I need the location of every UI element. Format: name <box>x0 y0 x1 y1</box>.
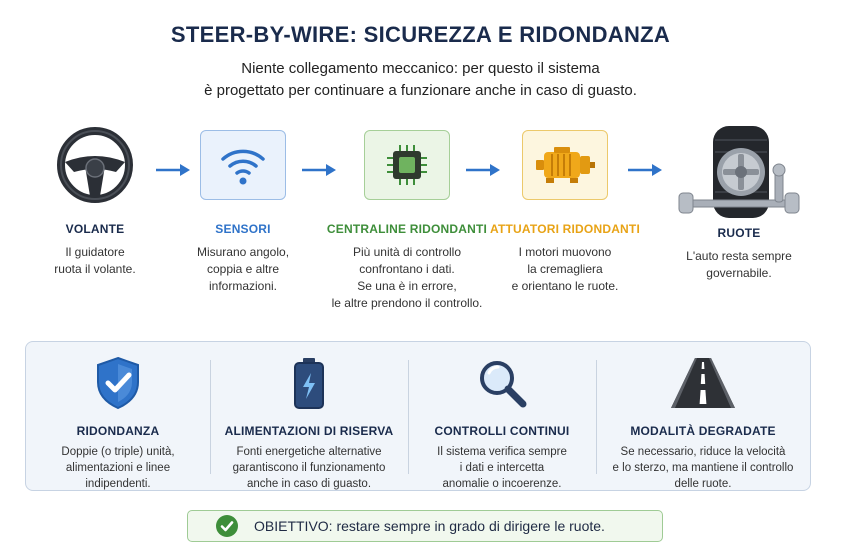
feature-modalita: MODALITÀ DEGRADATE Se necessario, riduce… <box>597 342 809 492</box>
motor-icon <box>522 130 608 200</box>
step-centraline: CENTRALINE RIDONDANTI Più unità di contr… <box>322 130 492 312</box>
feature-label: RIDONDANZA <box>76 424 160 438</box>
divider <box>408 360 409 474</box>
desc-line: indipendenti. <box>85 478 151 490</box>
magnifier-icon <box>409 354 595 412</box>
desc-line: garantiscono il funzionamento <box>232 462 386 474</box>
desc-line: le altre prendono il controllo. <box>331 296 483 310</box>
step-ruote: RUOTE L'auto resta sempre governabile. <box>664 122 814 282</box>
shield-check-icon <box>26 354 210 412</box>
step-volante: VOLANTE Il guidatore ruota il volante. <box>20 127 170 278</box>
arrow-right-icon <box>628 164 662 176</box>
desc-line: I motori muovono <box>518 245 612 259</box>
subtitle-line: Niente collegamento meccanico: per quest… <box>241 60 600 77</box>
desc-line: delle ruote. <box>674 478 732 490</box>
step-sensori: SENSORI Misurano angolo, coppia e altre … <box>168 130 318 295</box>
desc-line: Se una è in errore, <box>357 279 457 293</box>
page-subtitle: Niente collegamento meccanico: per quest… <box>0 58 841 102</box>
feature-label: ALIMENTAZIONI DI RISERVA <box>224 424 394 438</box>
desc-line: anomalie o incoerenze. <box>442 478 562 490</box>
divider <box>210 360 211 474</box>
arrow-right-icon <box>466 164 500 176</box>
desc-line: governabile. <box>706 266 772 280</box>
feature-desc: Fonti energetiche alternative garantisco… <box>211 444 407 492</box>
desc-line: informazioni. <box>208 279 278 293</box>
wheel-icon <box>674 122 804 222</box>
feature-ridondanza: RIDONDANZA Doppie (o triple) unità, alim… <box>26 342 210 492</box>
desc-line: i dati e intercetta <box>459 462 545 474</box>
step-label: RUOTE <box>717 226 761 240</box>
subtitle-line: è progettato per continuare a funzionare… <box>204 82 637 99</box>
desc-line: L'auto resta sempre <box>686 249 792 263</box>
desc-line: confrontano i dati. <box>359 262 455 276</box>
step-label: ATTUATORI RIDONDANTI <box>490 222 640 236</box>
step-desc: Più unità di controllo confrontano i dat… <box>322 244 492 312</box>
step-desc: Il guidatore ruota il volante. <box>20 244 170 278</box>
goal-banner: OBIETTIVO: restare sempre in grado di di… <box>187 510 663 542</box>
chip-icon <box>364 130 450 200</box>
step-attuatori: ATTUATORI RIDONDANTI I motori muovono la… <box>485 130 645 295</box>
desc-line: e orientano le ruote. <box>511 279 619 293</box>
check-circle-icon <box>216 515 238 537</box>
divider <box>596 360 597 474</box>
arrow-right-icon <box>302 164 336 176</box>
wifi-signal-icon <box>200 130 286 200</box>
step-desc: L'auto resta sempre governabile. <box>664 248 814 282</box>
desc-line: Il guidatore <box>65 245 125 259</box>
features-panel: RIDONDANZA Doppie (o triple) unità, alim… <box>25 341 811 491</box>
desc-line: anche in caso di guasto. <box>246 478 372 490</box>
page-title: STEER-BY-WIRE: SICUREZZA E RIDONDANZA <box>170 22 671 47</box>
desc-line: Misurano angolo, <box>196 245 290 259</box>
desc-line: Se necessario, riduce la velocità <box>620 446 786 458</box>
desc-line: Più unità di controllo <box>352 245 462 259</box>
road-icon <box>597 354 809 412</box>
feature-desc: Il sistema verifica sempre i dati e inte… <box>409 444 595 492</box>
feature-label: CONTROLLI CONTINUI <box>434 424 570 438</box>
steering-wheel-icon <box>52 127 138 203</box>
desc-line: coppia e altre <box>206 262 280 276</box>
desc-line: Il sistema verifica sempre <box>437 446 567 458</box>
desc-line: e lo sterzo, ma mantiene il controllo <box>612 462 794 474</box>
step-label: CENTRALINE RIDONDANTI <box>326 222 488 236</box>
feature-label: MODALITÀ DEGRADATE <box>630 424 776 438</box>
step-label: SENSORI <box>215 222 271 236</box>
feature-alimentazioni: ALIMENTAZIONI DI RISERVA Fonti energetic… <box>211 342 407 492</box>
desc-line: Doppie (o triple) unità, <box>61 446 175 458</box>
feature-desc: Se necessario, riduce la velocità e lo s… <box>597 444 809 492</box>
desc-line: Fonti energetiche alternative <box>236 446 382 458</box>
feature-controlli: CONTROLLI CONTINUI Il sistema verifica s… <box>409 342 595 492</box>
goal-text: OBIETTIVO: restare sempre in grado di di… <box>254 518 605 534</box>
step-desc: I motori muovono la cremagliera e orient… <box>485 244 645 295</box>
step-label: VOLANTE <box>65 222 125 236</box>
desc-line: alimentazioni e linee <box>65 462 171 474</box>
battery-icon <box>211 354 407 412</box>
desc-line: la cremagliera <box>527 262 603 276</box>
arrow-right-icon <box>156 164 190 176</box>
feature-desc: Doppie (o triple) unità, alimentazioni e… <box>26 444 210 492</box>
step-desc: Misurano angolo, coppia e altre informaz… <box>168 244 318 295</box>
desc-line: ruota il volante. <box>54 262 136 276</box>
